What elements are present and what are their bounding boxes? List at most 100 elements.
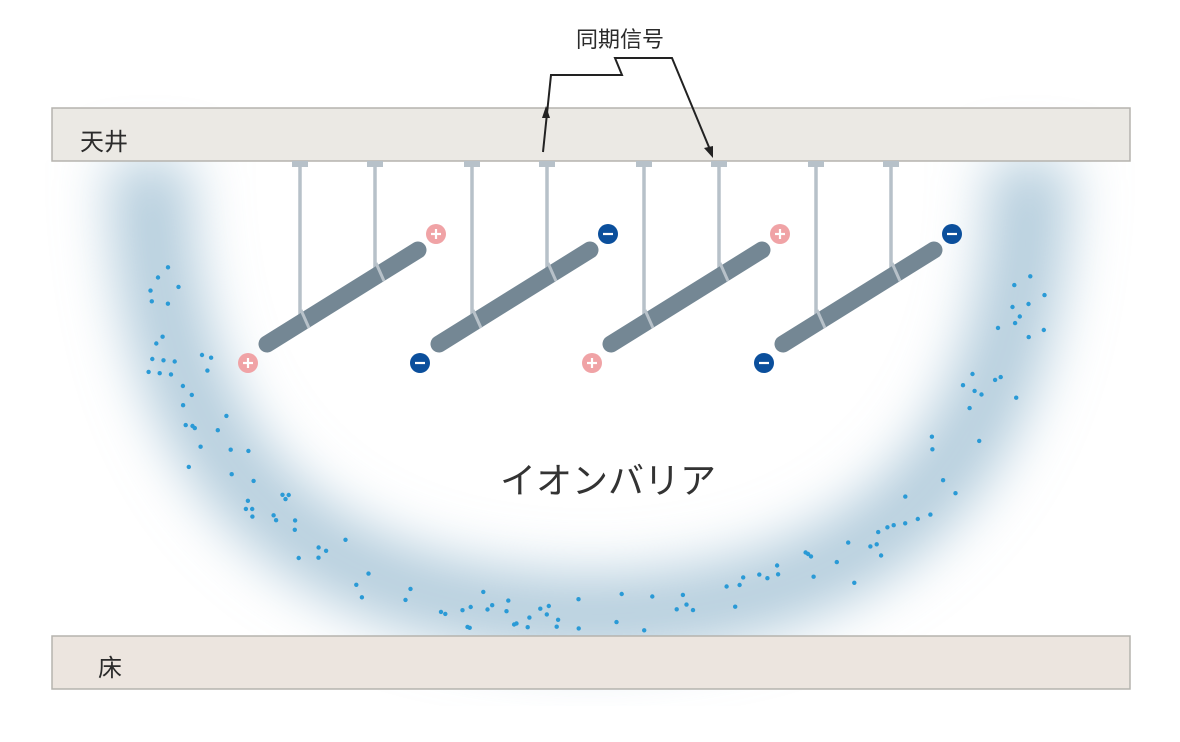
ion-dot bbox=[1012, 320, 1018, 326]
negative-charge-icon bbox=[754, 353, 774, 373]
ion-dot bbox=[554, 624, 559, 629]
ceiling-label: 天井 bbox=[80, 128, 128, 156]
ion-dot bbox=[186, 464, 191, 470]
negative-charge-icon bbox=[942, 224, 962, 244]
hanger-mount bbox=[464, 161, 480, 167]
ion-dot bbox=[852, 580, 857, 585]
ion-dot bbox=[438, 609, 444, 615]
ion-dot bbox=[146, 369, 151, 375]
bar-clamp bbox=[471, 309, 483, 329]
ion-dot bbox=[283, 496, 288, 502]
ion-dot bbox=[538, 606, 543, 611]
ion-dot bbox=[650, 594, 655, 599]
ion-dot bbox=[915, 516, 920, 522]
ion-dot bbox=[674, 607, 679, 612]
ion-dot bbox=[280, 492, 285, 497]
hanger-mount bbox=[636, 161, 652, 167]
ceiling-panel bbox=[51, 107, 1131, 162]
bar-clamp bbox=[546, 262, 558, 282]
ion-dot bbox=[271, 513, 276, 518]
ion-dot bbox=[150, 356, 155, 362]
ion-dot bbox=[273, 518, 279, 523]
ion-dot bbox=[690, 607, 696, 613]
floor-panel bbox=[51, 635, 1131, 690]
ion-dot bbox=[504, 609, 509, 614]
emitter-bar bbox=[602, 241, 771, 353]
ion-dot bbox=[176, 284, 181, 290]
ion-dot bbox=[998, 374, 1003, 380]
ion-dot bbox=[208, 355, 214, 360]
ion-dot bbox=[199, 352, 205, 358]
emitter-bar bbox=[258, 241, 427, 353]
ion-dot bbox=[165, 301, 171, 306]
positive-charge-icon bbox=[426, 224, 446, 244]
ion-dot bbox=[366, 571, 371, 576]
ion-dot bbox=[250, 506, 255, 512]
positive-charge-icon bbox=[238, 353, 258, 373]
ion-barrier-label: イオンバリア bbox=[500, 461, 717, 502]
ion-dot bbox=[775, 572, 781, 577]
ion-dot bbox=[1041, 327, 1047, 333]
ion-dot bbox=[576, 597, 581, 602]
ion-dot bbox=[160, 334, 165, 339]
ion-dot bbox=[157, 371, 162, 376]
positive-charge-icon bbox=[582, 353, 602, 373]
ion-dot bbox=[544, 612, 549, 617]
ion-dot bbox=[684, 602, 689, 607]
ion-dot bbox=[296, 555, 301, 561]
ion-dot bbox=[619, 591, 624, 597]
negative-charge-icon bbox=[410, 353, 430, 373]
ion-dot bbox=[172, 359, 177, 364]
ion-dot bbox=[245, 498, 251, 503]
ion-dot bbox=[977, 438, 982, 444]
ion-dot bbox=[878, 553, 884, 558]
ion-dot bbox=[525, 625, 530, 630]
ion-dot bbox=[198, 444, 203, 449]
ion-dot bbox=[765, 576, 770, 581]
ion-emitter bbox=[410, 161, 618, 373]
hanger-mount bbox=[711, 161, 727, 167]
ion-dot bbox=[1017, 314, 1022, 319]
ion-dot bbox=[229, 472, 234, 477]
ion-dot bbox=[1010, 304, 1015, 310]
ion-dot bbox=[485, 607, 490, 612]
ion-dot bbox=[972, 388, 977, 394]
ion-dot bbox=[546, 603, 551, 609]
ion-dot bbox=[155, 275, 161, 280]
ion-dot bbox=[481, 589, 486, 595]
ion-dot bbox=[774, 563, 780, 568]
ion-dot bbox=[992, 377, 998, 383]
ion-dot bbox=[165, 265, 171, 270]
ion-dot bbox=[228, 447, 233, 452]
ion-dot bbox=[161, 358, 166, 363]
ion-dot bbox=[468, 604, 473, 610]
ion-barrier-region bbox=[110, 159, 1070, 656]
bar-clamp bbox=[890, 262, 902, 282]
ion-dot bbox=[1014, 395, 1019, 400]
ion-dot bbox=[292, 518, 298, 523]
ion-dot bbox=[246, 448, 251, 454]
ion-dot bbox=[180, 403, 186, 408]
ion-dot bbox=[224, 413, 229, 419]
ion-dot bbox=[903, 494, 908, 499]
ion-dot bbox=[614, 619, 619, 625]
ion-dot bbox=[868, 544, 873, 549]
ion-dot bbox=[555, 617, 561, 622]
negative-charge-icon bbox=[598, 224, 618, 244]
ion-dot bbox=[891, 523, 896, 528]
ion-dot bbox=[757, 572, 762, 577]
arrowhead-up-icon bbox=[542, 106, 550, 118]
ion-dot bbox=[967, 405, 972, 411]
ion-dot bbox=[1026, 301, 1031, 307]
ion-dot bbox=[846, 540, 851, 545]
bar-clamp bbox=[815, 309, 827, 329]
ion-emitter bbox=[582, 161, 790, 373]
ion-dot bbox=[724, 584, 729, 589]
hanger-mount bbox=[539, 161, 555, 167]
ion-dot bbox=[808, 554, 814, 559]
ion-dot bbox=[970, 371, 975, 377]
ion-dot bbox=[408, 586, 413, 592]
